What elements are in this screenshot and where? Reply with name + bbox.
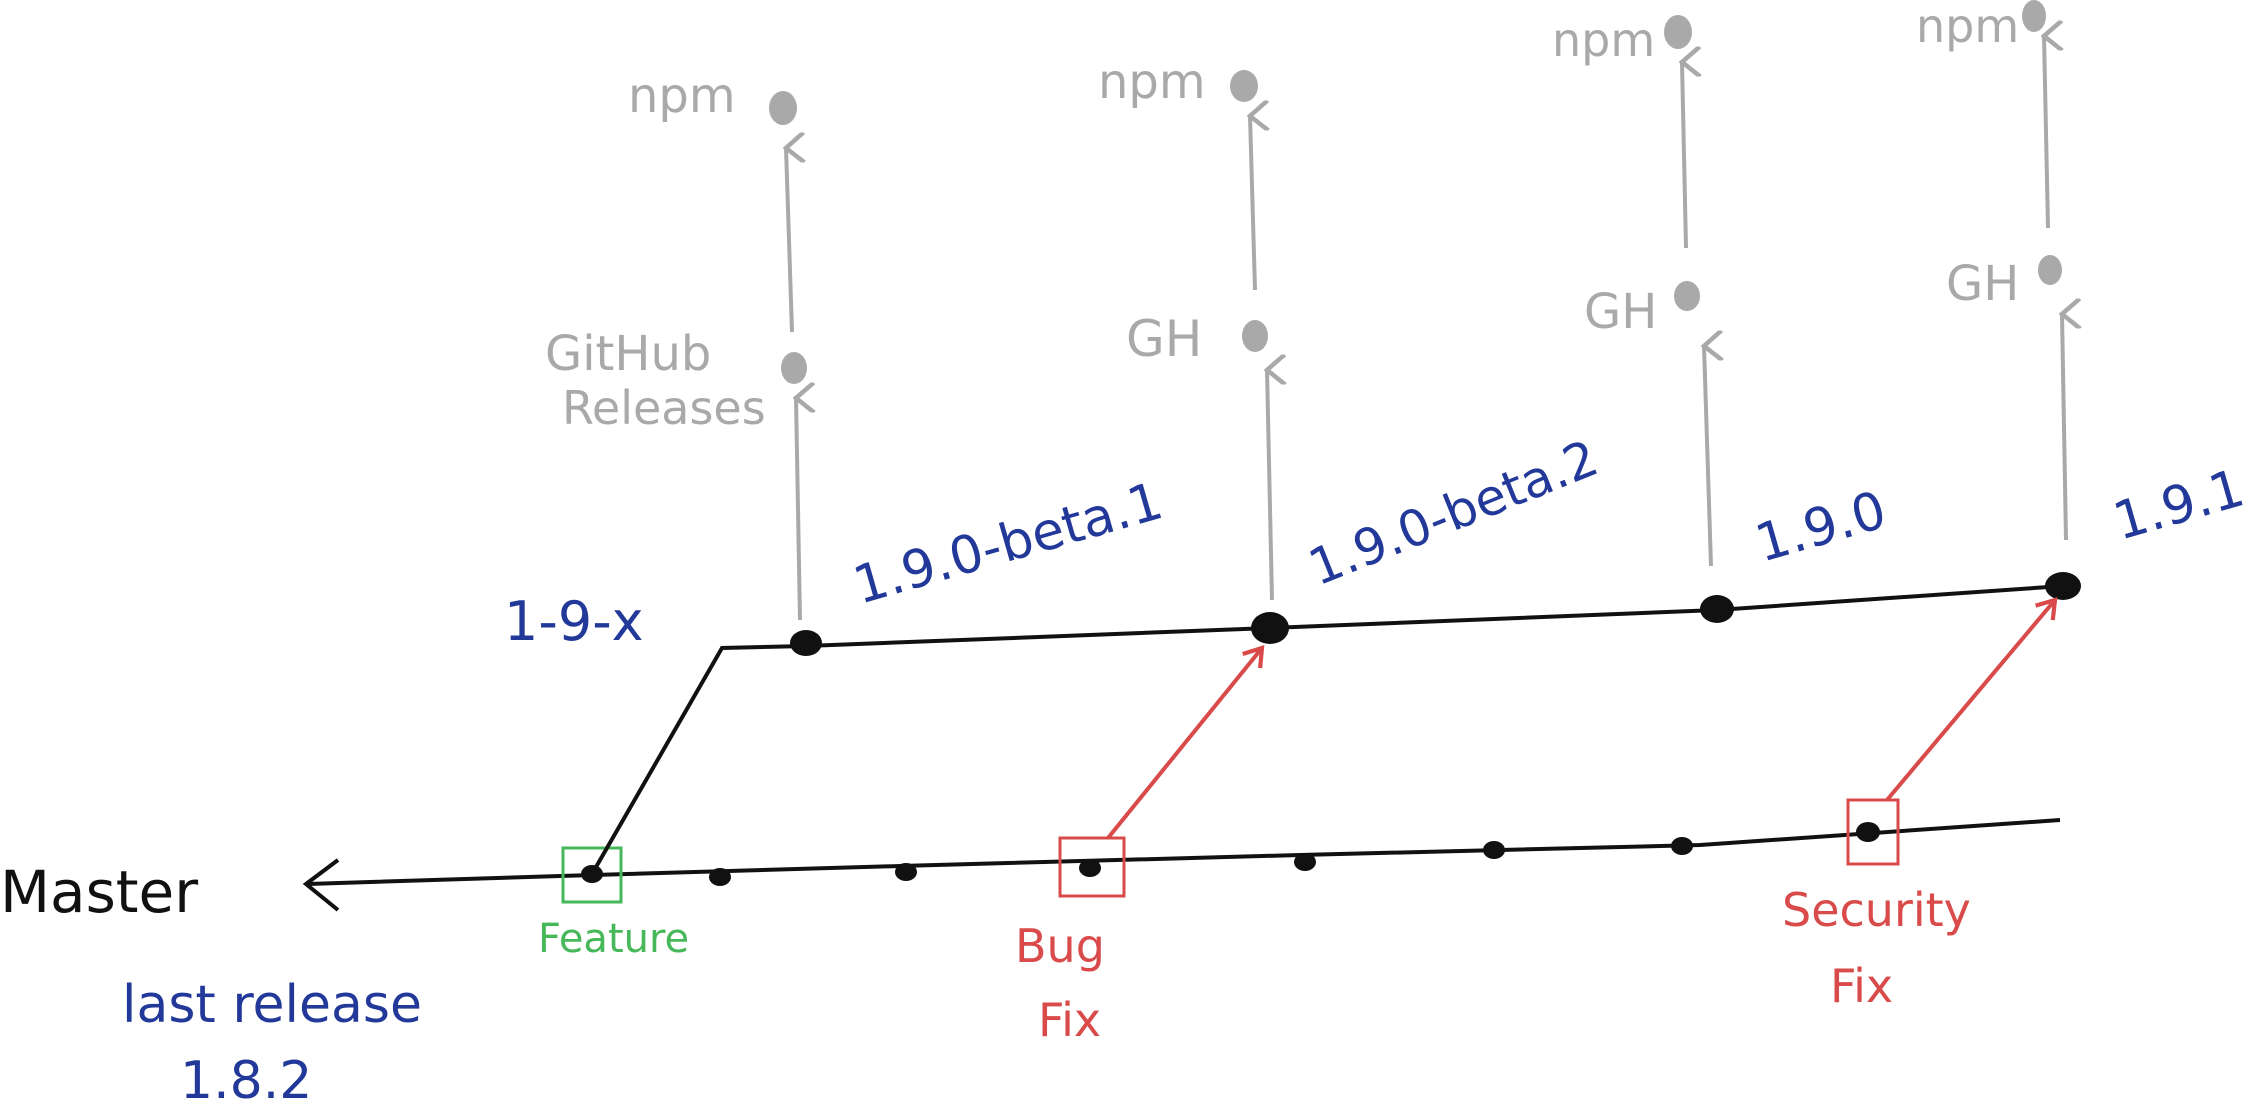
release-2-npm-arrow	[1250, 116, 1255, 291]
security-fix-cherry-pick-arrow	[1885, 597, 2058, 802]
release-1-npm-arrow	[786, 148, 792, 333]
release-2-github-node	[1242, 320, 1268, 352]
release-4-npm-arrow	[2044, 36, 2048, 229]
security-fix-commit: Security Fix	[1782, 597, 2058, 1013]
release-2-github-arrow	[1267, 370, 1272, 601]
release-4-github-node	[2038, 255, 2062, 285]
master-commit	[709, 868, 731, 886]
last-release-version: 1.8.2	[180, 1051, 312, 1111]
master-commit	[1856, 822, 1880, 842]
release-4-npm-label: npm	[1916, 0, 2019, 53]
security-fix-label-line1: Security	[1782, 883, 1971, 937]
bug-fix-label-line2: Fix	[1038, 993, 1101, 1047]
bug-fix-commit-box	[1058, 836, 1126, 898]
master-commit	[895, 863, 917, 881]
release-3: 1.9.0 GH npm	[1552, 13, 1893, 574]
release-2-version-label: 1.9.0-beta.2	[1301, 429, 1606, 597]
release-branch: 1-9-x	[504, 572, 2081, 875]
bug-fix-commit: Bug Fix	[1015, 645, 1265, 1047]
release-commit	[790, 630, 822, 656]
release-4-github-label: GH	[1946, 256, 2019, 312]
release-1-github-node	[781, 352, 807, 384]
feature-commit: Feature	[538, 846, 689, 962]
release-1-npm-label: npm	[628, 68, 736, 124]
security-fix-commit-box	[1846, 798, 1900, 866]
release-1-npm-node	[769, 91, 797, 125]
release-4-version-label: 1.9.1	[2107, 458, 2248, 552]
release-branch-label: 1-9-x	[504, 590, 644, 653]
release-2: 1.9.0-beta.2 GH npm	[1098, 54, 1606, 601]
release-3-github-node	[1674, 281, 1700, 311]
release-3-github-label: GH	[1584, 284, 1657, 340]
release-1-github-label-line2: Releases	[562, 381, 766, 435]
release-4: 1.9.1 GH npm	[1916, 0, 2248, 552]
bug-fix-cherry-pick-arrow	[1106, 645, 1265, 840]
release-1-version-label: 1.9.0-beta.1	[847, 471, 1169, 616]
master-commit	[1294, 853, 1316, 871]
release-3-npm-node	[1664, 15, 1692, 49]
release-3-npm-label: npm	[1552, 13, 1655, 67]
release-4-github-arrow	[2062, 314, 2066, 541]
bug-fix-label-line1: Bug	[1015, 919, 1105, 973]
master-branch-label: Master	[0, 858, 198, 926]
release-3-github-arrow	[1704, 346, 1711, 567]
master-commit	[1671, 837, 1693, 855]
master-branch-line	[307, 818, 2061, 886]
master-commit	[1079, 859, 1101, 877]
release-4-npm-node	[2022, 0, 2046, 32]
release-commit	[1700, 595, 1734, 623]
release-1-github-label-line1: GitHub	[545, 326, 711, 382]
release-3-npm-arrow	[1682, 62, 1686, 249]
feature-commit-box	[561, 846, 623, 904]
release-2-npm-label: npm	[1098, 54, 1206, 110]
release-2-npm-node	[1230, 70, 1258, 102]
release-1-github-arrow	[796, 398, 800, 621]
release-branch-line	[590, 584, 2064, 875]
security-fix-label-line2: Fix	[1830, 959, 1893, 1013]
release-2-github-label: GH	[1126, 310, 1202, 368]
master-direction-arrow-icon	[302, 858, 340, 912]
release-1: 1.9.0-beta.1 GitHub Releases npm	[545, 68, 1169, 621]
last-release-label: last release	[122, 975, 422, 1035]
feature-commit-label: Feature	[538, 916, 689, 962]
release-commit	[2045, 572, 2081, 600]
release-commit	[1251, 612, 1289, 644]
master-commit	[1483, 841, 1505, 859]
release-3-version-label: 1.9.0	[1749, 480, 1893, 574]
